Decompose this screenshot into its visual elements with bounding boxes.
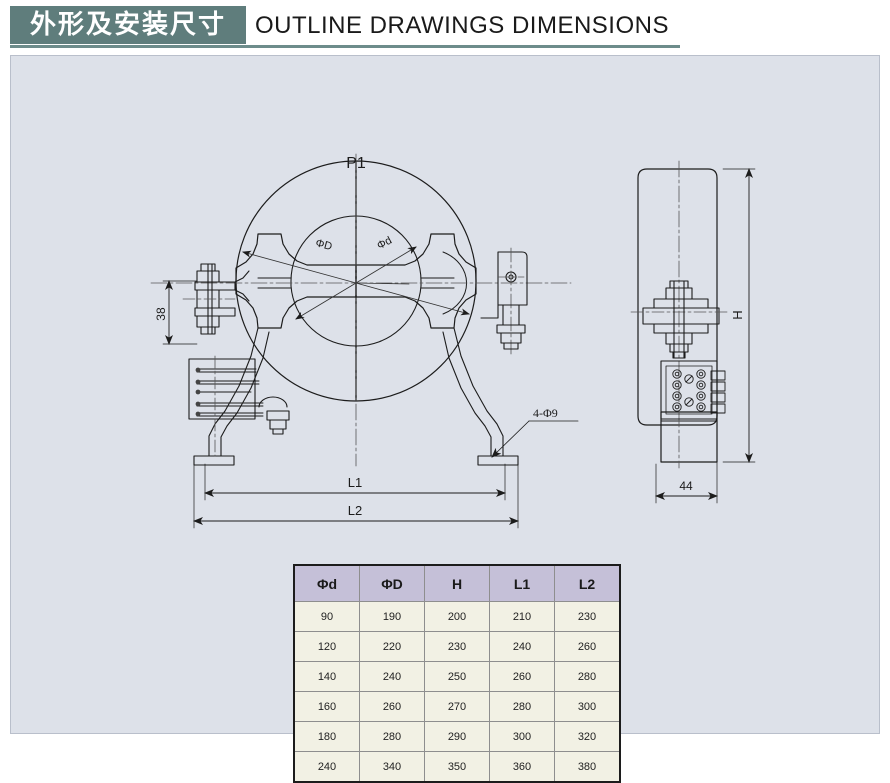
table-row: 240 340 350 360 380 [293,751,621,783]
table-cell: 120 [293,631,360,662]
table-cell: 140 [293,661,360,692]
dim-l1-label: L1 [348,475,362,490]
table-cell: 240 [359,661,425,692]
table-cell: 90 [293,601,360,632]
dim-l2-label: L2 [348,503,362,518]
dim-l1: L1 [204,463,506,501]
dimension-table: Φd ΦD H L1 L2 90 190 200 210 230 120 220 [293,564,621,783]
table-cell: 190 [359,601,425,632]
dim-38-label: 38 [154,307,168,321]
table-header-row: Φd ΦD H L1 L2 [293,564,621,602]
table-cell: 260 [554,631,621,662]
table-cell: 210 [489,601,555,632]
table-cell: 290 [424,721,490,752]
table-cell: 180 [293,721,360,752]
front-view-group: 38 4-Φ9 L1 [150,153,579,529]
table-header-cell: L1 [489,564,555,602]
table-row: 160 260 270 280 300 [293,691,621,722]
diameter-leaders [242,246,470,320]
terminal-block-front [188,355,264,457]
page-header: 外形及安装尺寸 OUTLINE DRAWINGS DIMENSIONS [0,0,890,50]
table-cell: 280 [554,661,621,692]
technical-drawing: 38 4-Φ9 L1 [150,153,756,529]
dim-l2: L2 [193,463,519,529]
table-header-cell: ΦD [359,564,425,602]
inner-bore-left [290,215,357,347]
label-p1: P1 [346,155,366,172]
table-cell: 350 [424,751,490,783]
dim-44-label: 44 [679,479,693,493]
table-cell: 230 [554,601,621,632]
table-cell: 270 [424,691,490,722]
drawing-canvas-frame: 38 4-Φ9 L1 [10,55,880,783]
dim-h: H [722,168,756,463]
dim-44: 44 [655,423,718,504]
dim-38: 38 [154,280,198,345]
table-cell: 160 [293,691,360,722]
upper-shell-left [235,160,357,329]
table-row: 90 190 200 210 230 [293,601,621,632]
label-small-diameter: Φd [375,235,394,253]
side-view-group: H 44 [630,160,756,504]
table-cell: 260 [359,691,425,722]
table-cell: 280 [489,691,555,722]
left-mounting-foot [193,327,290,466]
side-bolt-assembly [630,280,728,359]
upper-shell-right [355,160,477,329]
lower-shell-right [355,233,477,402]
chinese-title-block: 外形及安装尺寸 [10,6,246,44]
table-cell: 240 [293,751,360,783]
lower-shell-left [235,233,357,402]
english-title: OUTLINE DRAWINGS DIMENSIONS [255,12,669,39]
table-cell: 300 [554,691,621,722]
table-header-cell: L2 [554,564,621,602]
label-big-diameter: ΦD [314,237,333,253]
table-cell: 280 [359,721,425,752]
right-bracket-assembly [480,247,528,357]
table-cell: 250 [424,661,490,692]
table-cell: 240 [489,631,555,662]
table-row: 140 240 250 260 280 [293,661,621,692]
terminal-block-side [660,360,726,420]
table-cell: 200 [424,601,490,632]
split-gap-right [420,277,455,289]
dim-h-label: H [730,310,745,319]
table-cell: 320 [554,721,621,752]
table-cell: 340 [359,751,425,783]
hole-callout: 4-Φ9 [491,406,579,458]
table-header-cell: Φd [293,564,360,602]
chinese-title: 外形及安装尺寸 [29,10,226,40]
table-row: 120 220 230 240 260 [293,631,621,662]
inner-bore-right [355,215,422,347]
table-cell: 380 [554,751,621,783]
table-cell: 230 [424,631,490,662]
table-cell: 220 [359,631,425,662]
table-header-cell: H [424,564,490,602]
side-body-outline [637,168,718,426]
table-row: 180 280 290 300 320 [293,721,621,752]
table-cell: 360 [489,751,555,783]
left-bolt-assembly [182,263,250,335]
split-gap-left [257,277,292,289]
title-underline-rule [10,45,680,48]
table-cell: 260 [489,661,555,692]
hole-callout-label: 4-Φ9 [533,406,558,420]
table-cell: 300 [489,721,555,752]
